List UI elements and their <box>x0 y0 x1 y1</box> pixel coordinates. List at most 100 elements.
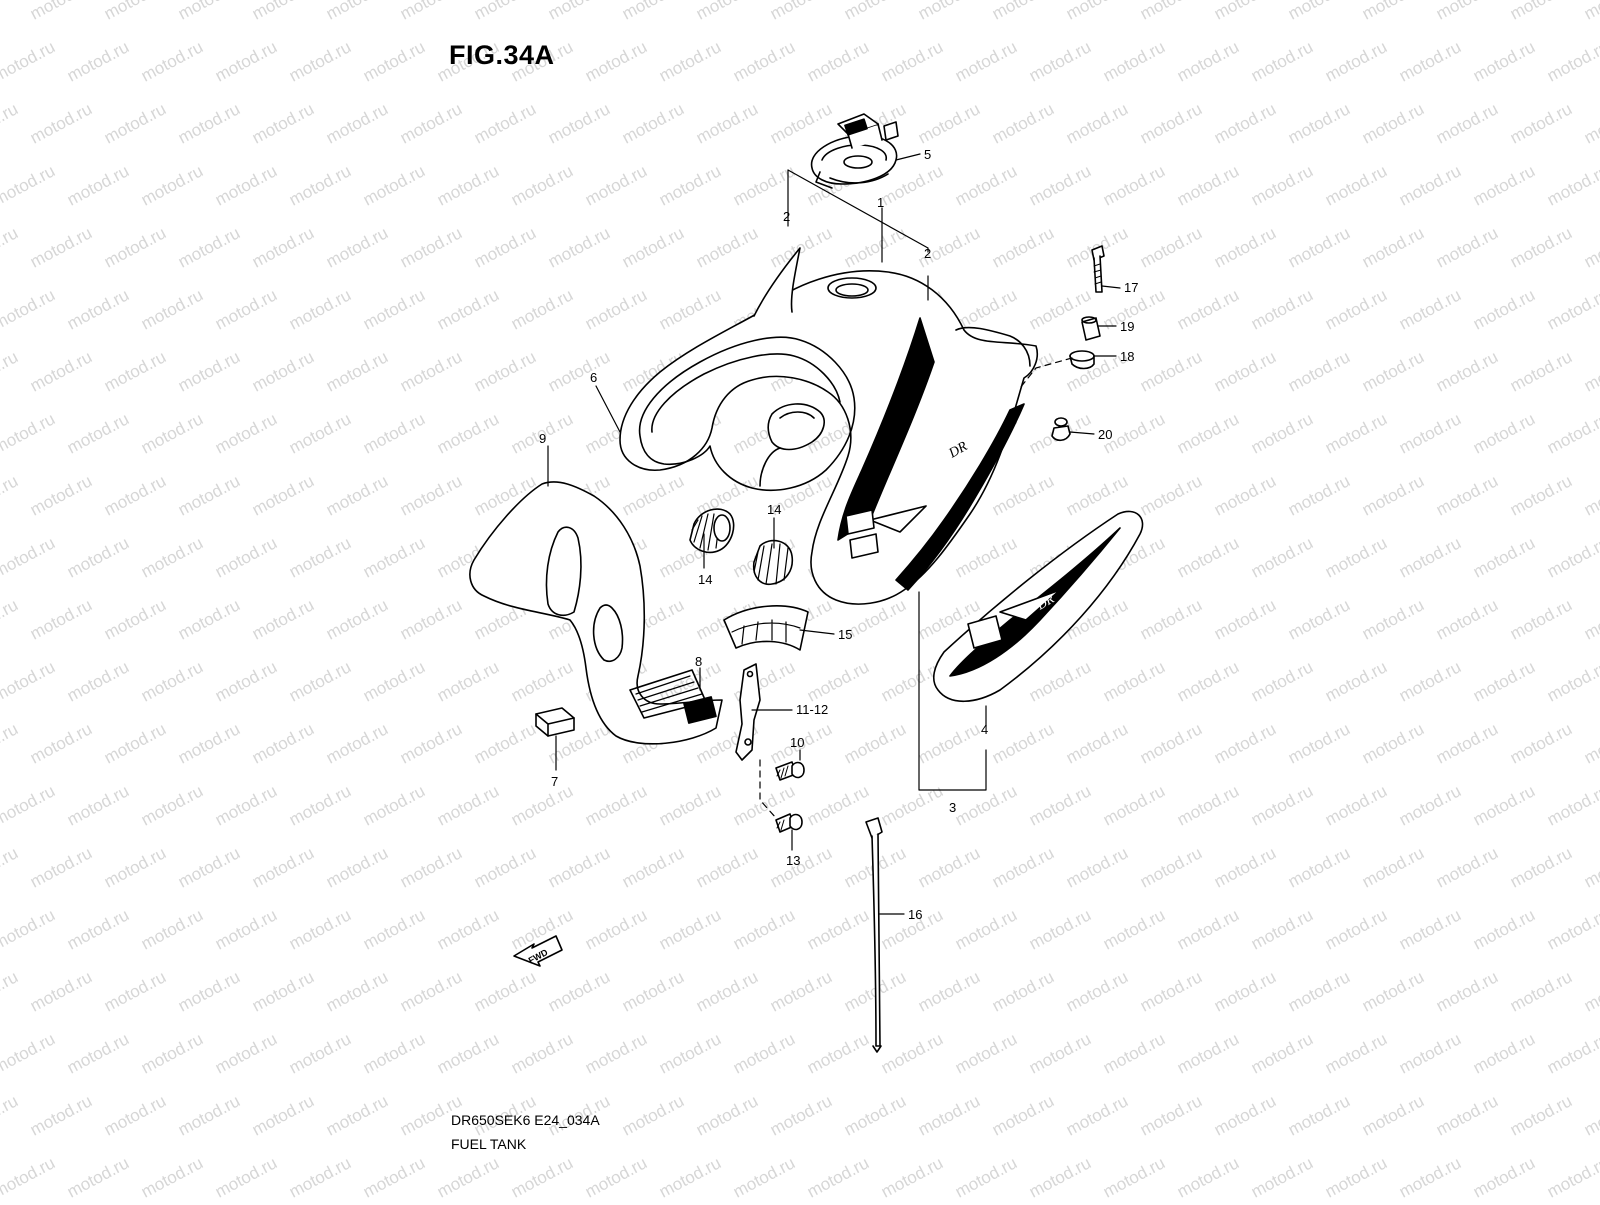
watermark-text: motod.ru <box>101 843 169 891</box>
watermark-text: motod.ru <box>286 533 354 581</box>
watermark-text: motod.ru <box>286 781 354 829</box>
watermark-text: motod.ru <box>1174 1029 1242 1077</box>
watermark-text: motod.ru <box>0 1153 58 1200</box>
watermark-text: motod.ru <box>1211 595 1279 643</box>
watermark-text: motod.ru <box>1581 471 1600 519</box>
watermark-text: motod.ru <box>323 99 391 147</box>
watermark-text: motod.ru <box>249 843 317 891</box>
watermark-text: motod.ru <box>1507 595 1575 643</box>
watermark-text: motod.ru <box>582 781 650 829</box>
watermark-text: motod.ru <box>471 347 539 395</box>
watermark-text: motod.ru <box>1581 967 1600 1015</box>
watermark-text: motod.ru <box>804 781 872 829</box>
watermark-text: motod.ru <box>397 99 465 147</box>
watermark-text: motod.ru <box>64 657 132 705</box>
callout-4: 4 <box>981 722 988 737</box>
watermark-text: motod.ru <box>508 657 576 705</box>
watermark-text: motod.ru <box>619 99 687 147</box>
watermark-text: motod.ru <box>0 905 58 953</box>
watermark-text: motod.ru <box>1137 471 1205 519</box>
watermark-text: motod.ru <box>989 719 1057 767</box>
watermark-text: motod.ru <box>0 99 21 147</box>
watermark-text: motod.ru <box>1507 1091 1575 1139</box>
watermark-text: motod.ru <box>27 471 95 519</box>
watermark-text: motod.ru <box>1359 1091 1427 1139</box>
watermark-text: motod.ru <box>397 223 465 271</box>
watermark-text: motod.ru <box>0 1029 58 1077</box>
watermark-text: motod.ru <box>804 657 872 705</box>
watermark-text: motod.ru <box>1100 1153 1168 1200</box>
watermark-text: motod.ru <box>1211 719 1279 767</box>
watermark-text: motod.ru <box>323 967 391 1015</box>
watermark-text: motod.ru <box>1174 285 1242 333</box>
watermark-text: motod.ru <box>64 1029 132 1077</box>
watermark-text: motod.ru <box>878 37 946 85</box>
watermark-text: motod.ru <box>1211 223 1279 271</box>
watermark-text: motod.ru <box>1507 99 1575 147</box>
watermark-text: motod.ru <box>434 781 502 829</box>
watermark-text: motod.ru <box>1026 161 1094 209</box>
watermark-text: motod.ru <box>878 1153 946 1200</box>
watermark-text: motod.ru <box>952 1153 1020 1200</box>
watermark-text: motod.ru <box>693 1091 761 1139</box>
leader-lines <box>547 153 1121 915</box>
watermark-text: motod.ru <box>175 0 243 24</box>
watermark-text: motod.ru <box>434 409 502 457</box>
watermark-text: motod.ru <box>323 347 391 395</box>
watermark-text: motod.ru <box>1322 905 1390 953</box>
watermark-text: motod.ru <box>989 471 1057 519</box>
watermark-text: motod.ru <box>101 99 169 147</box>
watermark-text: motod.ru <box>249 223 317 271</box>
watermark-text: motod.ru <box>249 347 317 395</box>
watermark-text: motod.ru <box>1359 223 1427 271</box>
watermark-text: motod.ru <box>323 471 391 519</box>
watermark-text: motod.ru <box>360 533 428 581</box>
watermark-text: motod.ru <box>1137 347 1205 395</box>
watermark-text: motod.ru <box>360 657 428 705</box>
watermark-text: motod.ru <box>286 657 354 705</box>
watermark-text: motod.ru <box>1322 37 1390 85</box>
watermark-text: motod.ru <box>397 0 465 24</box>
watermark-text: motod.ru <box>101 223 169 271</box>
watermark-text: motod.ru <box>323 1091 391 1139</box>
watermark-text: motod.ru <box>1211 0 1279 24</box>
watermark-text: motod.ru <box>1322 781 1390 829</box>
watermark-text: motod.ru <box>804 905 872 953</box>
watermark-text: motod.ru <box>915 1091 983 1139</box>
watermark-text: motod.ru <box>656 1029 724 1077</box>
watermark-text: motod.ru <box>1581 1091 1600 1139</box>
watermark-text: motod.ru <box>138 781 206 829</box>
watermark-text: motod.ru <box>1063 719 1131 767</box>
watermark-text: motod.ru <box>0 37 58 85</box>
watermark-text: motod.ru <box>1544 37 1600 85</box>
watermark-text: motod.ru <box>249 99 317 147</box>
watermark-text: motod.ru <box>0 0 21 24</box>
watermark-text: motod.ru <box>1322 285 1390 333</box>
watermark-text: motod.ru <box>323 0 391 24</box>
watermark-text: motod.ru <box>1470 657 1538 705</box>
watermark-text: motod.ru <box>878 1029 946 1077</box>
watermark-text: motod.ru <box>360 285 428 333</box>
watermark-text: motod.ru <box>138 657 206 705</box>
watermark-text: motod.ru <box>693 843 761 891</box>
watermark-text: motod.ru <box>434 657 502 705</box>
callout-5: 5 <box>924 147 931 162</box>
watermark-text: motod.ru <box>360 781 428 829</box>
watermark-text: motod.ru <box>1507 347 1575 395</box>
watermark-text: motod.ru <box>323 595 391 643</box>
callout-17: 17 <box>1124 280 1138 295</box>
watermark-text: motod.ru <box>1359 843 1427 891</box>
watermark-text: motod.ru <box>1396 1153 1464 1200</box>
watermark-text: motod.ru <box>1581 99 1600 147</box>
watermark-text: motod.ru <box>212 1029 280 1077</box>
watermark-text: motod.ru <box>249 0 317 24</box>
watermark-text: motod.ru <box>138 285 206 333</box>
watermark-text: motod.ru <box>175 347 243 395</box>
watermark-text: motod.ru <box>1211 1091 1279 1139</box>
watermark-text: motod.ru <box>212 781 280 829</box>
watermark-text: motod.ru <box>989 99 1057 147</box>
watermark-text: motod.ru <box>212 285 280 333</box>
watermark-text: motod.ru <box>1100 37 1168 85</box>
watermark-text: motod.ru <box>175 99 243 147</box>
